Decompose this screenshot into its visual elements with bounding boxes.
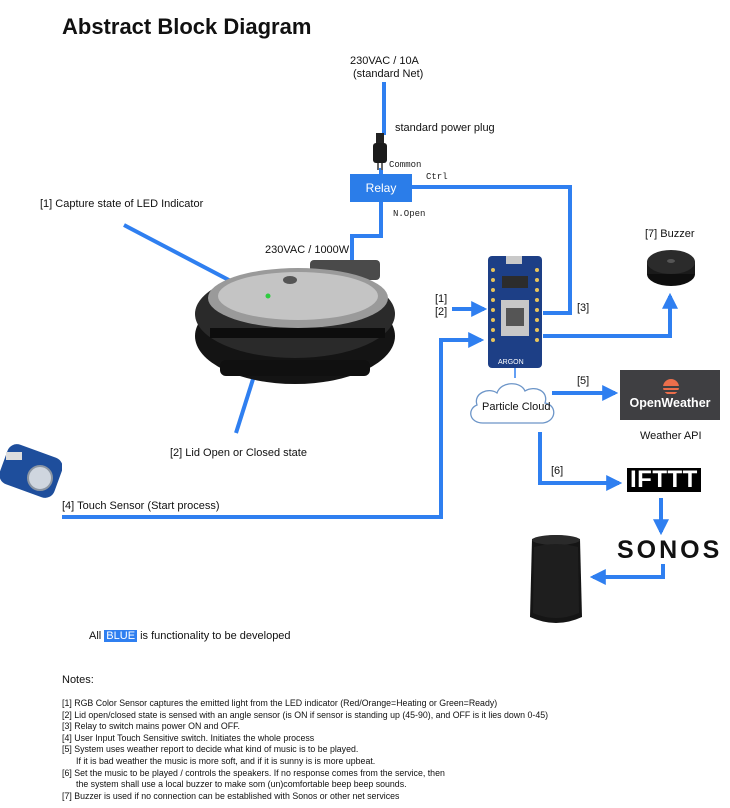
touch-sensor-image	[0, 444, 62, 498]
buzzer-label: [7] Buzzer	[645, 228, 695, 240]
buzzer-image	[647, 250, 695, 286]
buzzer-line	[543, 292, 678, 338]
argon-input-1: [1]	[435, 293, 448, 305]
note-item: the system shall use a local buzzer to m…	[76, 779, 407, 790]
cloud-label: Particle Cloud	[482, 401, 551, 413]
notes-title: Notes:	[62, 674, 94, 686]
argon-board-image	[488, 256, 542, 368]
note-item: [4] User Input Touch Sensitive switch. I…	[62, 732, 315, 743]
ifttt-logo: IFTTT	[627, 468, 701, 492]
relay-nopen-label: N.Open	[393, 209, 426, 219]
legend-highlight: BLUE	[104, 630, 138, 642]
sun-icon	[660, 379, 682, 394]
note-item: [7] Buzzer is used if no connection can …	[62, 790, 400, 801]
speaker-image	[530, 535, 582, 623]
waffle-maker-image	[195, 260, 395, 384]
arrow-label-5: [5]	[577, 375, 590, 387]
power-source-line1: 230VAC / 10A	[350, 55, 419, 67]
note-item: [2] Lid open/closed state is sensed with…	[62, 709, 549, 720]
note-item: [6] Set the music to be played / control…	[62, 767, 445, 778]
weather-api-caption: Weather API	[640, 430, 702, 442]
note-item: If it is bad weather the music is more s…	[76, 755, 376, 766]
arrow-label-6: [6]	[551, 465, 564, 477]
touch-sensor-label: [4] Touch Sensor (Start process)	[62, 500, 220, 512]
notes-list: [1] RGB Color Sensor captures the emitte…	[62, 698, 548, 802]
ifttt-line	[538, 432, 623, 491]
argon-input-2: [2]	[435, 306, 448, 318]
openweather-text: OpenWeather	[629, 396, 711, 410]
argon-label: ARGON	[498, 359, 524, 366]
touch-line	[62, 332, 485, 519]
sonos-logo: SONOS	[617, 536, 723, 564]
power-source-line2: (standard Net)	[353, 68, 424, 80]
power-plug-icon	[373, 133, 387, 170]
cloud-shape	[470, 383, 555, 424]
legend: All BLUE is functionality to be develope…	[89, 630, 291, 643]
note-item: [3] Relay to switch mains power ON and O…	[62, 721, 240, 732]
lid-state-label: [2] Lid Open or Closed state	[170, 447, 307, 459]
openweather-logo	[620, 370, 720, 420]
page-title: Abstract Block Diagram	[62, 14, 312, 39]
relay-ctrl-label: Ctrl	[426, 172, 448, 182]
note-item: [5] System uses weather report to decide…	[62, 744, 359, 755]
plug-label: standard power plug	[395, 122, 495, 134]
relay-common-label: Common	[389, 160, 422, 170]
note-item: [1] RGB Color Sensor captures the emitte…	[62, 698, 498, 708]
capture-led-label: [1] Capture state of LED Indicator	[40, 198, 204, 210]
sonos-speaker-line	[589, 564, 665, 585]
legend-pre: All	[89, 630, 102, 642]
relay-ctrl-line	[412, 185, 572, 315]
relay-waffle-line	[350, 202, 383, 268]
argon-input-3: [3]	[577, 302, 590, 314]
relay-box: Relay	[350, 174, 412, 202]
waffle-power-label: 230VAC / 1000W	[265, 244, 350, 256]
legend-post: is functionality to be developed	[140, 630, 291, 642]
